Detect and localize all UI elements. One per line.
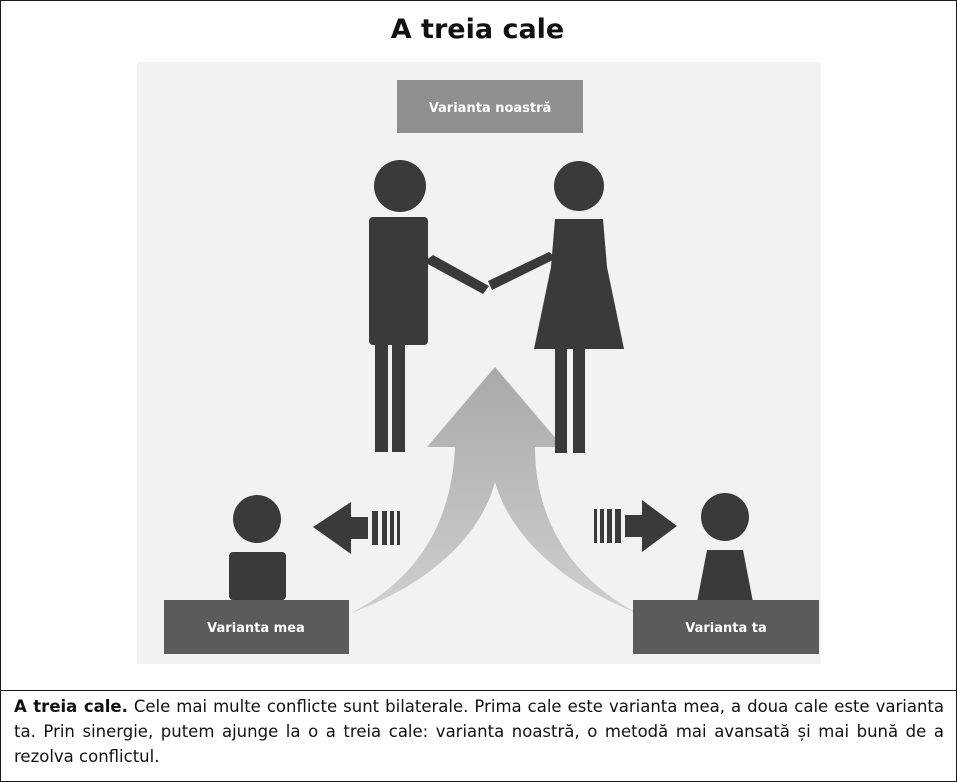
caption-heading: A treia cale. xyxy=(14,697,128,716)
arrow-right-head xyxy=(625,500,677,552)
arrow-left-bar-3 xyxy=(390,511,394,545)
man-head xyxy=(374,160,426,212)
caption-divider xyxy=(0,690,957,691)
arrow-right-bar-1 xyxy=(594,509,597,543)
illustration-panel: Varianta noastră xyxy=(137,62,821,664)
label-ours-box xyxy=(397,80,583,133)
figure-title: A treia cale xyxy=(390,14,565,45)
person-left-body xyxy=(229,552,286,600)
man-arm xyxy=(424,255,489,294)
person-right-body xyxy=(697,550,753,602)
label-mine-text: Varianta mea xyxy=(207,621,305,636)
person-right xyxy=(697,493,753,602)
figure-caption: A treia cale. Cele mai multe conflicte s… xyxy=(14,694,944,769)
woman-leg-right xyxy=(573,346,585,453)
man-torso xyxy=(369,217,428,345)
person-left-head xyxy=(233,495,281,543)
label-ours-text: Varianta noastră xyxy=(429,101,552,116)
person-right-head xyxy=(701,493,749,541)
person-left xyxy=(229,495,286,600)
arrow-left xyxy=(313,502,400,554)
arrow-right xyxy=(594,500,677,552)
woman-figure xyxy=(488,161,624,453)
arrow-left-bar-1 xyxy=(372,511,378,545)
arrow-right-bar-3 xyxy=(607,509,612,543)
arrow-right-bar-4 xyxy=(615,509,621,543)
man-leg-left xyxy=(375,343,388,452)
third-way-illustration: Varianta noastră xyxy=(164,80,819,654)
arrow-left-bar-4 xyxy=(397,511,400,545)
woman-leg-left xyxy=(555,346,567,453)
label-ours: Varianta noastră xyxy=(397,80,583,133)
label-yours: Varianta ta xyxy=(633,600,819,654)
central-upward-arrow xyxy=(351,367,637,613)
arrow-left-bar-2 xyxy=(382,511,387,545)
caption-body: Cele mai multe conflicte sunt bilaterale… xyxy=(14,697,944,766)
label-yours-text: Varianta ta xyxy=(685,621,767,636)
label-yours-box xyxy=(633,600,819,654)
man-leg-right xyxy=(392,343,405,452)
man-figure xyxy=(369,160,489,452)
label-mine-box xyxy=(164,600,349,654)
arrow-right-bar-2 xyxy=(600,509,604,543)
woman-head xyxy=(554,161,604,211)
label-mine: Varianta mea xyxy=(164,600,349,654)
woman-arm xyxy=(488,252,557,290)
woman-dress xyxy=(534,219,624,349)
arrow-left-head xyxy=(313,502,368,554)
